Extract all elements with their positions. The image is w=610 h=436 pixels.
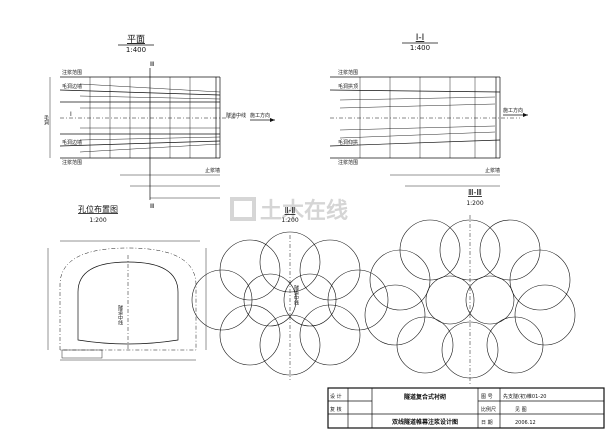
section-2-center-label: 隧道中线 (293, 284, 299, 305)
titleblock-drawing-no-label: 图 号 (481, 394, 493, 400)
plan-label-grout-bottom: 注浆范围 (62, 159, 82, 166)
holes-tunnel-profile (77, 261, 179, 345)
titleblock-date-label: 日 期 (481, 420, 493, 426)
plan-label-wall-top: 毛洞边墙 (62, 83, 82, 90)
section-2-scale: 1:200 (281, 217, 298, 224)
plan-title: 平面 (127, 34, 145, 45)
watermark-text: 土木在线 (260, 198, 348, 224)
titleblock-review: 复 核 (330, 406, 342, 413)
plan-section-mark-top: Ⅲ (150, 61, 154, 68)
plan-axis-mark: Ⅰ (70, 111, 72, 118)
holes-scale: 1:200 (89, 217, 106, 224)
plan-section-mark-bottom: Ⅲ (150, 203, 154, 210)
holes-grout-boundary (59, 247, 197, 351)
watermark-logo (230, 197, 256, 221)
titleblock-scale-value: 见 图 (515, 407, 527, 413)
plan-left-axis-label: 毛洞 (43, 114, 49, 125)
titleblock-design: 设 计 (330, 393, 342, 400)
holes-title: 孔位布置图 (78, 204, 118, 214)
section-1-scale: 1:400 (410, 44, 430, 52)
section-1-label-grout-top: 注浆范围 (338, 69, 358, 76)
watermark: 土木在线 (230, 197, 348, 224)
plan-label-stop-wall: 止浆墙 (205, 167, 220, 174)
section-1-view: Ⅰ-Ⅰ 1:400 注浆范围 毛洞拱顶 毛洞仰拱 注浆范围 施工方向 止浆墙 (329, 33, 528, 187)
plan-label-grout-top: 注浆范围 (62, 69, 82, 76)
section-1-label-grout-bottom: 注浆范围 (338, 159, 358, 166)
section-2-view: Ⅱ-Ⅱ 1:200 隧道中线 (191, 206, 389, 380)
section-1-label-dir: 施工方向 (503, 107, 523, 114)
hole-layout-view: 孔位布置图 1:200 隧道中线 (47, 204, 207, 361)
section-1-title: Ⅰ-Ⅰ (416, 33, 425, 43)
section-1-label-crown: 毛洞拱顶 (338, 83, 358, 90)
plan-view: 平面 1:400 Ⅲ Ⅲ 毛洞 注浆范围 毛洞边墙 Ⅰ (43, 34, 275, 210)
section-2-title: Ⅱ-Ⅱ (285, 206, 296, 215)
section-3-scale: 1:200 (466, 200, 483, 207)
section-3-title: Ⅲ-Ⅲ (468, 188, 482, 197)
titleblock-date-value: 2006.12 (515, 420, 536, 426)
titleblock-title-1: 隧道复合式衬砌 (404, 393, 446, 401)
plan-dir-arrow (270, 118, 275, 122)
titleblock-scale-label: 比例尺 (481, 406, 496, 413)
section-3-view: Ⅲ-Ⅲ 1:200 (364, 188, 576, 385)
section-1-label-stop-wall: 止浆墙 (485, 167, 500, 174)
plan-label-wall-bottom: 毛洞边墙 (62, 139, 82, 146)
titleblock-title-2: 双线隧道帷幕注浆设计图 (392, 418, 458, 426)
holes-center-label: 隧道中线 (117, 304, 123, 325)
section-3-grout-circles (364, 219, 576, 379)
plan-label-dir: 施工方向 (250, 112, 270, 119)
plan-label-center: 隧道中线 (226, 112, 246, 119)
section-1-dir-arrow (523, 113, 528, 117)
plan-scale: 1:400 (126, 46, 146, 54)
section-1-label-invert: 毛洞仰拱 (338, 139, 358, 146)
title-block: 设 计 复 核 隧道复合式衬砌 双线隧道帷幕注浆设计图 图 号 先支隧(初)帷0… (327, 387, 605, 429)
titleblock-drawing-no: 先支隧(初)帷01-20 (503, 393, 546, 400)
